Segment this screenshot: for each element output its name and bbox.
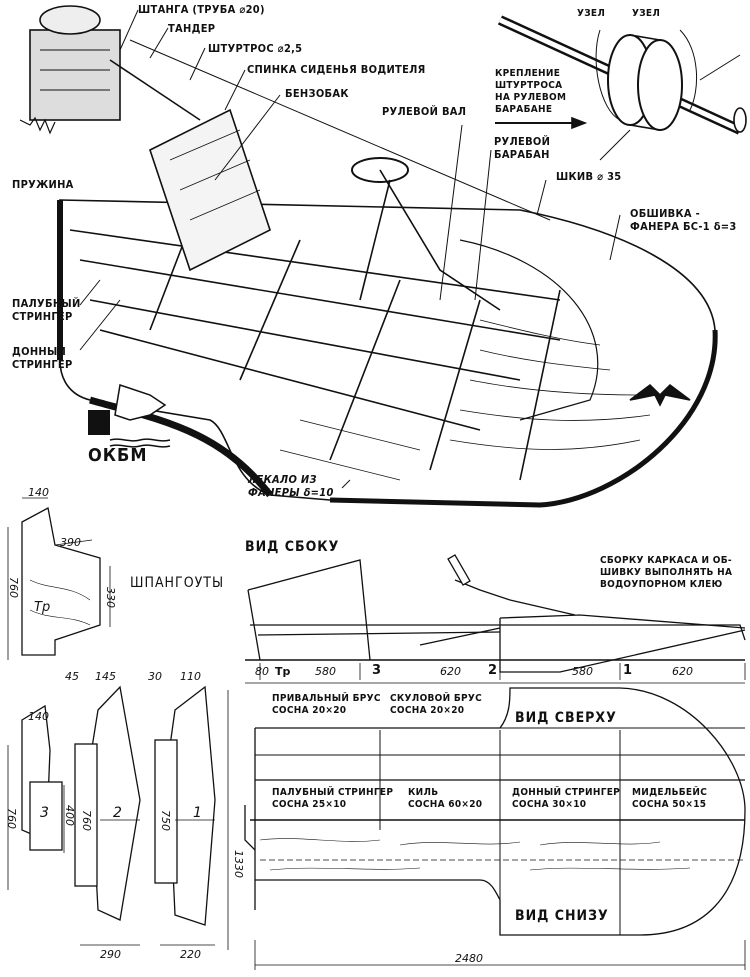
- frames-title: ШПАНГОУТЫ: [130, 575, 225, 591]
- steering-column-side: [447, 554, 471, 586]
- callout-steering-drum: РУЛЕВОЙ БАРАБАН: [494, 135, 551, 161]
- tr-dim-390: 390: [60, 536, 81, 549]
- f3-dim-140: 140: [28, 710, 49, 723]
- station-tr: Тр: [275, 665, 291, 678]
- callout-seat-back: СПИНКА СИДЕНЬЯ ВОДИТЕЛЯ: [247, 63, 426, 76]
- f3-dim-400: 400: [63, 805, 76, 826]
- callout-template: ЛЕКАЛО ИЗ ФАНЕРЫ δ=10: [248, 473, 334, 499]
- callout-deck-stringer: ПАЛУБНЫЙ СТРИНГЕР: [12, 297, 81, 323]
- f3-dim-760: 760: [5, 808, 18, 829]
- steering-wheel: [351, 157, 409, 183]
- callout-skin: ОБШИВКА - ФАНЕРА БС-1 δ=3: [630, 207, 737, 233]
- station-580b: 580: [572, 665, 593, 678]
- drum-detail: [495, 15, 747, 161]
- spring: [19, 116, 56, 135]
- plan-view-drawing: [244, 682, 746, 970]
- f2-dim-760: 760: [80, 810, 93, 831]
- f1-dim-110: 110: [180, 670, 201, 683]
- seat-back: [149, 108, 271, 272]
- station-3: 3: [372, 663, 382, 678]
- f1-dim-30: 30: [148, 670, 162, 683]
- detail-knot-2: УЗЕЛ: [632, 8, 661, 19]
- station-80: 80: [255, 665, 269, 678]
- side-view-drawing: [245, 554, 746, 680]
- f2-dim-45: 45: [65, 670, 79, 683]
- overall-length: 2480: [455, 952, 483, 965]
- station-620a: 620: [440, 665, 461, 678]
- frames-drawing: [7, 497, 229, 950]
- f1-dim-1330: 1330: [232, 850, 245, 878]
- callout-steering-shaft: РУЛЕВОЙ ВАЛ: [382, 105, 467, 118]
- station-1: 1: [623, 663, 633, 678]
- callout-shturtros: ШТУРТРОС ⌀2,5: [208, 42, 303, 55]
- station-580a: 580: [315, 665, 336, 678]
- tr-label: Тр: [34, 600, 51, 615]
- tr-dim-140: 140: [28, 486, 49, 499]
- bottom-view-title: ВИД СНИЗУ: [515, 908, 609, 924]
- assembly-note: СБОРКУ КАРКАСА И ОБ- ШИВКУ ВЫПОЛНЯТЬ НА …: [600, 555, 733, 590]
- callout-shtanga: ШТАНГА (ТРУБА ⌀20): [138, 3, 265, 16]
- f1-label: 1: [193, 805, 202, 821]
- tr-dim-330: 330: [104, 587, 117, 608]
- tr-dim-760: 760: [7, 577, 20, 598]
- detail-caption: КРЕПЛЕНИЕ ШТУРТРОСА НА РУЛЕВОМ БАРАБАНЕ: [495, 68, 567, 115]
- f2-label: 2: [113, 805, 122, 821]
- hull-outline: [59, 199, 716, 506]
- frame-tr-outline: [21, 507, 101, 656]
- engine: [29, 29, 121, 121]
- f1-dim-220: 220: [180, 948, 201, 961]
- station-2: 2: [488, 663, 498, 678]
- f1-dim-750: 750: [159, 810, 172, 831]
- f2-dim-290: 290: [100, 948, 121, 961]
- callout-tander: ТАНДЕР: [168, 22, 216, 35]
- f3-label: 3: [40, 805, 49, 821]
- detail-knot-1: УЗЕЛ: [577, 8, 606, 19]
- callout-bottom-stringer: ДОННЫЙ СТРИНГЕР: [12, 345, 73, 371]
- callout-fuel-tank: БЕНЗОБАК: [285, 87, 349, 100]
- top-view-title: ВИД СВЕРХУ: [515, 710, 617, 726]
- callout-pulley: ШКИВ ⌀ 35: [556, 170, 622, 183]
- wing-emblem: [629, 383, 691, 407]
- callout-spring: ПРУЖИНА: [12, 178, 74, 191]
- side-view-title: ВИД СБОКУ: [245, 539, 340, 555]
- station-620b: 620: [672, 665, 693, 678]
- logo-text: ОКБМ: [88, 445, 148, 466]
- f2-dim-145: 145: [95, 670, 116, 683]
- okbm-logo: [88, 384, 171, 448]
